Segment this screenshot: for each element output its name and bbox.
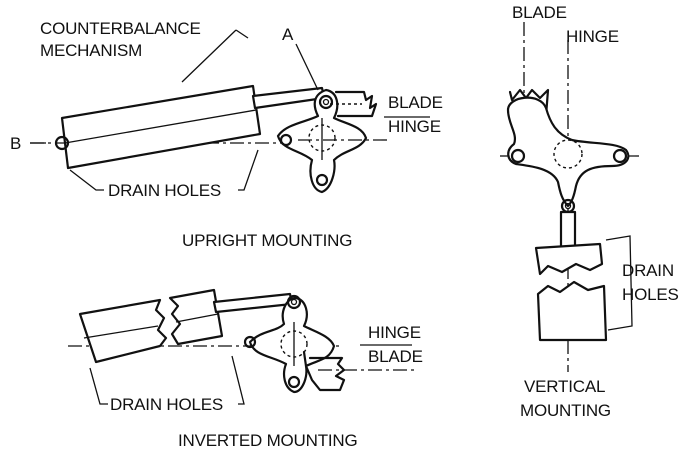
label-callout-a: A bbox=[282, 25, 294, 44]
inverted-blade-stub bbox=[302, 350, 346, 392]
inverted-rod bbox=[212, 292, 294, 314]
label-counterbalance-1: COUNTERBALANCE bbox=[40, 19, 201, 38]
upright-mounting-figure bbox=[30, 29, 430, 194]
label-inverted-hinge: HINGE bbox=[368, 323, 421, 342]
label-counterbalance-2: MECHANISM bbox=[40, 41, 142, 60]
vertical-mounting-figure bbox=[500, 22, 640, 372]
label-hinge: HINGE bbox=[388, 117, 441, 136]
label-vertical-blade: BLADE bbox=[512, 3, 567, 22]
inverted-cylinder-left bbox=[78, 298, 168, 364]
label-drain-holes: DRAIN HOLES bbox=[108, 181, 221, 200]
inverted-bracket bbox=[248, 296, 336, 394]
label-callout-b: B bbox=[10, 134, 21, 153]
vertical-rod bbox=[559, 210, 577, 250]
vertical-cylinder-bottom bbox=[536, 280, 608, 342]
inverted-cylinder-right bbox=[168, 288, 224, 346]
vertical-bracket bbox=[506, 96, 630, 208]
label-vertical-drain-2: HOLES bbox=[622, 285, 679, 304]
vertical-blade-stub bbox=[508, 88, 550, 118]
label-inverted-blade: BLADE bbox=[368, 347, 423, 366]
upright-blade-stub bbox=[334, 90, 378, 118]
inverted-mounting-figure bbox=[68, 288, 414, 405]
leader-counterbalance bbox=[181, 29, 249, 83]
label-vertical-hinge: HINGE bbox=[566, 27, 619, 46]
vertical-drain-bracket bbox=[605, 235, 633, 331]
vertical-cylinder-top bbox=[534, 242, 604, 276]
pivot-b bbox=[54, 135, 70, 151]
caption-inverted-mounting: INVERTED MOUNTING bbox=[178, 431, 358, 450]
caption-vertical-1: VERTICAL bbox=[524, 377, 605, 396]
label-blade: BLADE bbox=[388, 93, 443, 112]
label-inverted-drain-holes: DRAIN HOLES bbox=[110, 395, 223, 414]
caption-vertical-2: MOUNTING bbox=[520, 401, 611, 420]
upright-rod bbox=[251, 86, 326, 110]
leader-a bbox=[295, 43, 319, 91]
label-vertical-drain-1: DRAIN bbox=[622, 261, 674, 280]
caption-upright-mounting: UPRIGHT MOUNTING bbox=[182, 231, 352, 250]
